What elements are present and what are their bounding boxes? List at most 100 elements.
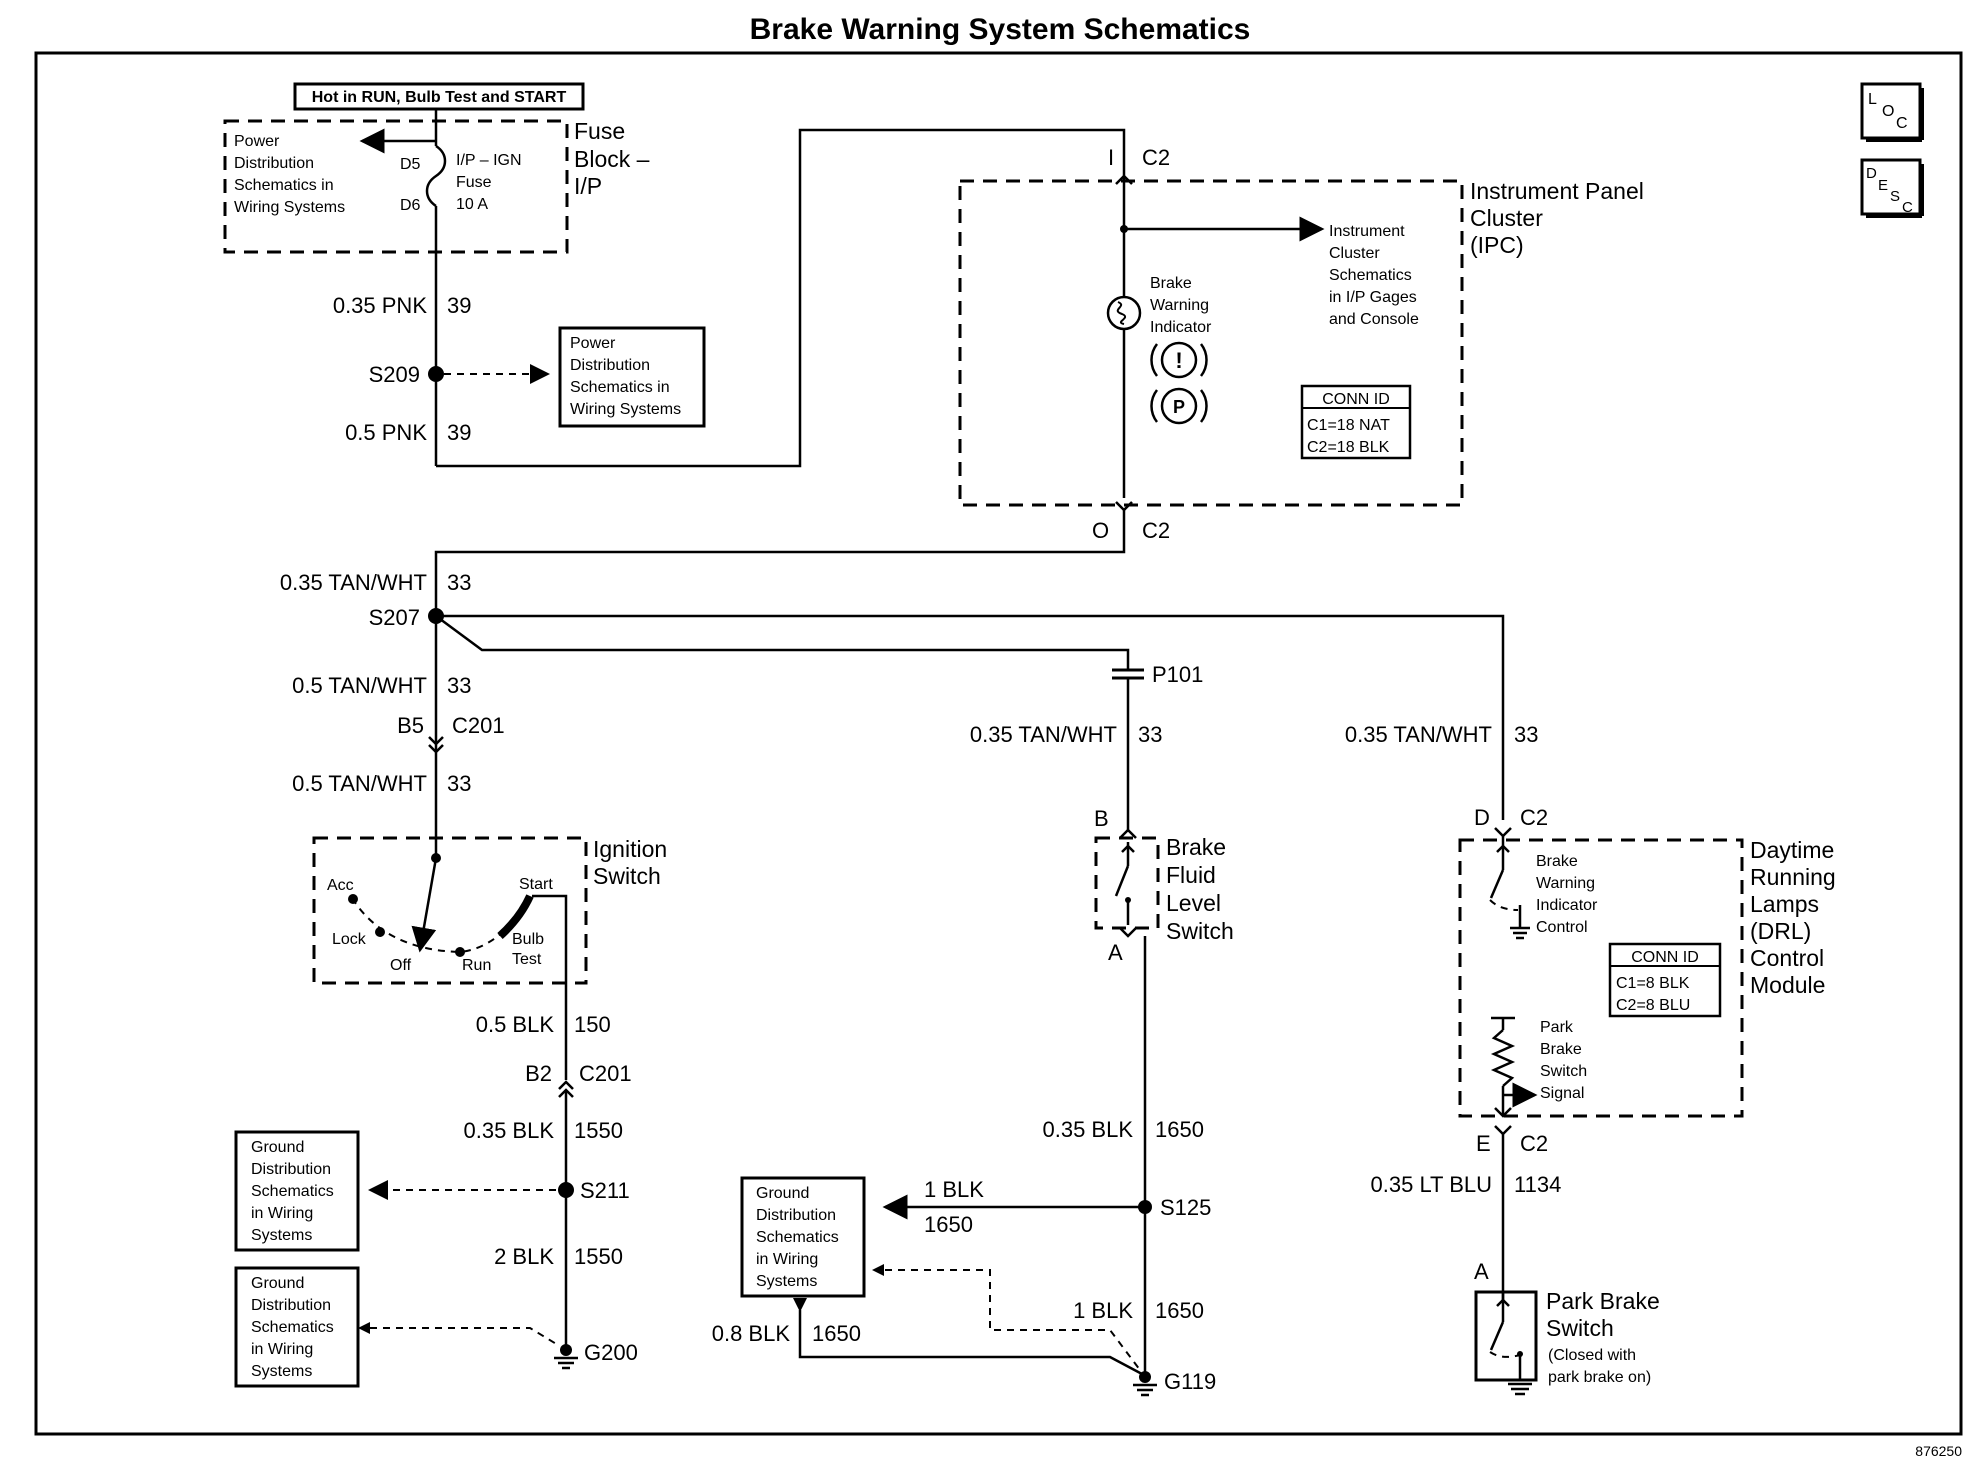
wire-label: 1 BLK <box>924 1177 984 1202</box>
page-title: Brake Warning System Schematics <box>750 13 1251 46</box>
ground-g200-icon <box>554 1344 578 1370</box>
ground-ref-box-2: Ground Distribution Schematics in Wiring… <box>234 1266 360 1388</box>
svg-text:I/P: I/P <box>574 173 602 199</box>
g119-box-arrowhead <box>793 1298 807 1312</box>
bfl-switch-outline <box>1094 836 1160 930</box>
svg-text:E: E <box>1878 177 1888 194</box>
ignition-switch-outline <box>312 836 588 985</box>
svg-text:Distribution: Distribution <box>234 155 314 172</box>
splice-s209 <box>428 366 444 382</box>
svg-text:CONN ID: CONN ID <box>1322 391 1390 408</box>
svg-text:Fuse: Fuse <box>574 118 625 144</box>
svg-text:CONN ID: CONN ID <box>1631 949 1699 966</box>
ignition-run-label: Run <box>462 957 491 974</box>
g200-ref-dashed <box>370 1327 559 1346</box>
svg-text:Schematics: Schematics <box>1329 267 1412 284</box>
wire-label: 0.35 TAN/WHT <box>970 722 1117 747</box>
ignition-bulb-test-label: Bulb Test <box>512 931 544 968</box>
connector-label: C201 <box>452 713 505 738</box>
wire-33 <box>434 510 1126 616</box>
connector-pin: I <box>1108 145 1114 170</box>
connector-label: C2 <box>1520 1131 1548 1156</box>
circuit-number: 150 <box>574 1012 611 1037</box>
circuit-number: 1650 <box>1155 1117 1204 1142</box>
svg-text:Schematics: Schematics <box>251 1319 334 1336</box>
park-brake-switch-label: Park Brake Switch (Closed with park brak… <box>1546 1288 1660 1386</box>
svg-text:park brake on): park brake on) <box>1548 1369 1651 1386</box>
connector-pin: B <box>1094 806 1109 831</box>
svg-text:Signal: Signal <box>1540 1085 1584 1102</box>
circuit-number: 1550 <box>574 1244 623 1269</box>
svg-text:Ground: Ground <box>756 1185 809 1202</box>
wire-1650-ground <box>798 1310 1143 1376</box>
svg-text:Systems: Systems <box>756 1273 817 1290</box>
svg-text:Ground: Ground <box>251 1139 304 1156</box>
svg-text:in Wiring: in Wiring <box>756 1251 818 1268</box>
svg-text:Systems: Systems <box>251 1363 312 1380</box>
svg-text:Warning: Warning <box>1150 297 1209 314</box>
connector-pin: B5 <box>397 713 424 738</box>
wire-label: 2 BLK <box>494 1244 554 1269</box>
svg-text:Cluster: Cluster <box>1470 205 1543 231</box>
svg-text:Distribution: Distribution <box>251 1161 331 1178</box>
ignition-start-label: Start <box>519 876 553 893</box>
splice-label: S209 <box>369 362 420 387</box>
drl-control-switch-icon <box>1489 836 1530 940</box>
wire-label: 0.5 BLK <box>476 1012 555 1037</box>
svg-text:Indicator: Indicator <box>1150 319 1212 336</box>
svg-text:Schematics in: Schematics in <box>570 379 670 396</box>
ignition-switch-blade <box>411 857 438 953</box>
svg-text:Fluid: Fluid <box>1166 862 1216 888</box>
svg-text:and Console: and Console <box>1329 311 1419 328</box>
circuit-number: 1134 <box>1514 1172 1561 1197</box>
ground-g119-icon <box>1133 1371 1157 1397</box>
brake-warning-bulb-icon <box>1106 295 1142 331</box>
svg-text:Block –: Block – <box>574 146 650 172</box>
circuit-number: 1650 <box>924 1212 973 1237</box>
svg-text:S: S <box>1890 188 1900 205</box>
svg-text:in Wiring: in Wiring <box>251 1205 313 1222</box>
ignition-position-arc <box>351 895 533 954</box>
connector-pin: A <box>1108 940 1123 965</box>
ignition-acc-contact <box>348 894 358 904</box>
connector-c201-b5-symbol <box>428 736 444 754</box>
ignition-acc-label: Acc <box>327 877 354 894</box>
svg-text:Running: Running <box>1750 864 1836 890</box>
svg-text:Switch: Switch <box>1540 1063 1587 1080</box>
drl-d-symbol <box>1494 827 1512 838</box>
splice-label: S125 <box>1160 1195 1211 1220</box>
svg-text:Wiring Systems: Wiring Systems <box>234 199 345 216</box>
circuit-number: 39 <box>447 293 471 318</box>
bfl-a-symbol <box>1119 927 1137 938</box>
connector-label: C2 <box>1142 518 1170 543</box>
svg-text:Systems: Systems <box>251 1227 312 1244</box>
svg-text:Brake: Brake <box>1536 853 1578 870</box>
ignition-switch-label: Ignition Switch <box>593 836 667 889</box>
svg-text:10 A: 10 A <box>456 196 488 213</box>
svg-text:Brake: Brake <box>1150 275 1192 292</box>
ipc-conn-id-box: CONN ID C1=18 NAT C2=18 BLK <box>1300 384 1412 460</box>
connector-pin: E <box>1476 1131 1491 1156</box>
svg-text:(Closed with: (Closed with <box>1548 1347 1636 1364</box>
svg-text:Park: Park <box>1540 1019 1574 1036</box>
svg-text:Indicator: Indicator <box>1536 897 1598 914</box>
park-brake-switch-icon <box>1489 1292 1532 1396</box>
svg-text:O: O <box>1882 103 1894 120</box>
desc-icon[interactable]: D E S C <box>1860 158 1924 218</box>
svg-text:Schematics: Schematics <box>756 1229 839 1246</box>
svg-text:P: P <box>1173 397 1185 417</box>
ipc-label: Instrument Panel Cluster (IPC) <box>1470 178 1644 258</box>
drl-conn-id-box: CONN ID C1=8 BLK C2=8 BLU <box>1608 942 1722 1018</box>
bfl-switch-icon <box>1114 842 1135 925</box>
ground-label: G200 <box>584 1340 638 1365</box>
svg-text:Ground: Ground <box>251 1275 304 1292</box>
svg-text:C2=8 BLU: C2=8 BLU <box>1616 997 1690 1014</box>
circuit-number: 33 <box>447 771 471 796</box>
ground-ref-box-1: Ground Distribution Schematics in Wiring… <box>234 1130 360 1252</box>
svg-text:Instrument Panel: Instrument Panel <box>1470 178 1644 204</box>
loc-icon[interactable]: L O C <box>1860 82 1924 142</box>
wire-label: 0.5 TAN/WHT <box>292 771 427 796</box>
connector-pin: B2 <box>525 1061 552 1086</box>
connector-pin: A <box>1474 1259 1489 1284</box>
svg-text:Distribution: Distribution <box>570 357 650 374</box>
